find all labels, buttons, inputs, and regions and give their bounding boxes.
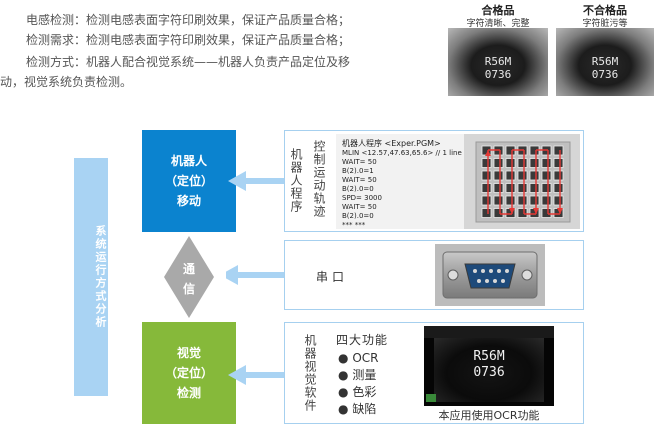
code-line: *** ***: [342, 221, 366, 229]
arrow-robot-shaft: [244, 178, 284, 184]
code-line: B(2).0=0: [342, 212, 374, 220]
comm-label-line-2: 信: [182, 282, 195, 296]
robot-box-line-2: （定位）: [164, 174, 213, 188]
chip-tray-image: [464, 134, 580, 229]
list-item: ● 色彩: [338, 385, 377, 399]
arrow-comm-head: [226, 265, 238, 285]
list-item: ● 缺陷: [338, 402, 377, 416]
list-item: ● 测量: [338, 368, 377, 382]
bullet-icon: ●: [338, 385, 349, 399]
system-operation-bar: 系统运行方式分析: [74, 158, 108, 396]
robot-box-line-3: 移动: [176, 194, 201, 208]
arrow-vision-head: [228, 365, 246, 385]
bad-sample-subtitle: 字符脏污等: [582, 19, 628, 29]
system-operation-label: 系统运行方式分析: [94, 225, 107, 329]
good-sample-photo: R56M 0736: [448, 28, 548, 96]
intro-line-1: 电感检测：检测电感表面字符印刷效果，保证产品质量合格；: [26, 13, 351, 27]
vision-panel-label: 机器视觉软件: [303, 334, 317, 412]
bullet-icon: ●: [338, 368, 349, 382]
code-line: SPD= 3000: [342, 194, 382, 202]
bad-sample: 不合格品 字符脏污等 R56M 0736: [556, 0, 654, 96]
comm-panel: [284, 240, 584, 310]
intro-line-3: 检测方式：机器人配合视觉系统——机器人负责产品定位及移: [26, 55, 351, 69]
bullet-icon: ●: [338, 351, 349, 365]
good-sample: 合格品 字符清晰、完整 R56M 0736: [448, 0, 548, 96]
ocr-result-image: R56M 0736: [424, 326, 554, 406]
comm-label-line-1: 通: [182, 262, 195, 276]
ocr-caption: 本应用使用OCR功能: [438, 409, 540, 422]
arrows-layer: [226, 171, 284, 385]
robot-box: 机器人 （定位） 移动: [142, 130, 236, 232]
code-line: B(2).0=0: [342, 185, 374, 193]
robot-code-listing: 机器人程序 <Exper.PGM> MLIN <12.57,47.63,65.6…: [336, 134, 464, 229]
vision-box-line-3: 检测: [176, 386, 201, 400]
bad-sample-text-2: 0736: [591, 68, 619, 81]
ocr-text-2: 0736: [473, 365, 505, 380]
vision-box-line-2: （定位）: [164, 366, 213, 380]
feature-list: ● OCR ● 测量 ● 色彩 ● 缺陷: [338, 350, 378, 418]
robot-panel-label-a: 机器人程序: [289, 148, 303, 213]
comm-panel-label: 串口: [316, 270, 349, 284]
robot-panel-label-b: 控制运动轨迹: [312, 140, 326, 218]
list-item: ● OCR: [338, 351, 379, 365]
ocr-text-1: R56M: [473, 349, 505, 364]
comm-diamond: [164, 236, 214, 318]
robot-box-line-1: 机器人: [170, 154, 207, 168]
bad-sample-title: 不合格品: [583, 4, 627, 17]
vision-box: 视觉 （定位） 检测: [142, 322, 236, 424]
bad-sample-text-1: R56M: [591, 55, 619, 68]
good-sample-subtitle: 字符清晰、完整: [466, 19, 530, 29]
code-line: WAIT= 50: [342, 158, 377, 166]
good-sample-text-1: R56M: [484, 55, 512, 68]
good-sample-text-2: 0736: [484, 68, 512, 81]
bullet-icon: ●: [338, 402, 349, 416]
comm-label: 通 信: [164, 259, 214, 299]
code-line: WAIT= 50: [342, 176, 377, 184]
code-line: WAIT= 50: [342, 203, 377, 211]
intro-line-2: 检测需求：检测电感表面字符印刷效果，保证产品质量合格；: [26, 33, 351, 47]
code-line: MLIN <12.57,47.63,65.6> // 1 line: [342, 149, 462, 157]
vision-box-line-1: 视觉: [176, 346, 201, 360]
vision-panel: [284, 322, 584, 424]
bad-sample-photo: R56M 0736: [556, 28, 654, 96]
code-line: B(2).0=1: [342, 167, 374, 175]
robot-panel: [284, 130, 584, 232]
robot-code-title: 机器人程序 <Exper.PGM>: [342, 139, 441, 148]
arrow-robot-head: [228, 171, 246, 191]
serial-port-image: [435, 244, 545, 306]
good-sample-title: 合格品: [481, 4, 515, 17]
features-title: 四大功能: [336, 333, 389, 347]
intro-line-4: 动，视觉系统负责检测。: [0, 75, 133, 89]
